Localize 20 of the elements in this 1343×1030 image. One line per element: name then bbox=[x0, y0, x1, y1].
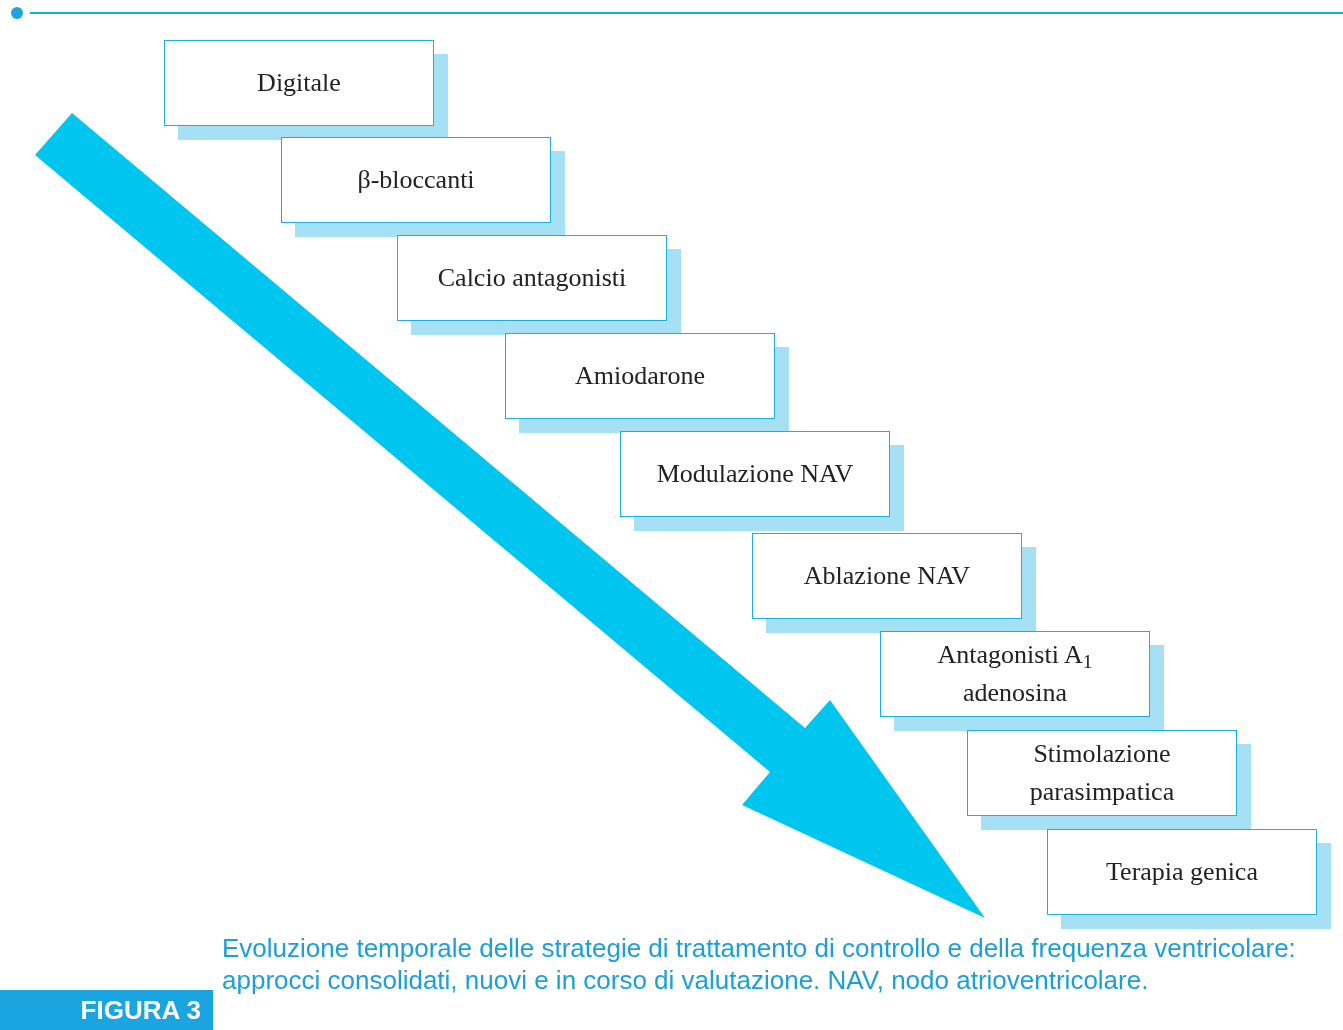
box-label: Antagonisti A$_{1}$ adenosina bbox=[936, 639, 1094, 709]
process-box bbox=[620, 431, 890, 517]
process-box bbox=[880, 631, 1150, 717]
box-label: Amiodarone bbox=[575, 360, 705, 392]
process-box bbox=[752, 533, 1022, 619]
process-box bbox=[397, 235, 667, 321]
process-box bbox=[164, 40, 434, 126]
process-box bbox=[1047, 829, 1317, 915]
box-label: β-bloccanti bbox=[357, 164, 475, 196]
box-label: Stimolazione parasimpatica bbox=[1028, 738, 1176, 808]
process-box bbox=[967, 730, 1237, 816]
process-box bbox=[281, 137, 551, 223]
box-label: Digitale bbox=[257, 67, 341, 99]
figure-tag: FIGURA 3 bbox=[0, 990, 213, 1030]
box-label: Terapia genica bbox=[1106, 856, 1258, 888]
process-box bbox=[505, 333, 775, 419]
box-label: Ablazione NAV bbox=[803, 560, 971, 592]
box-label: Calcio antagonisti bbox=[437, 262, 627, 294]
box-label: Modulazione NAV bbox=[656, 458, 854, 490]
caption: Evoluzione temporale delle strategie di trattamento di controllo e della frequenza ventricolare: approcci consolidati, nuovi e in corso di valutazione. NAV, nodo atrioventricolare. bbox=[222, 932, 1297, 996]
